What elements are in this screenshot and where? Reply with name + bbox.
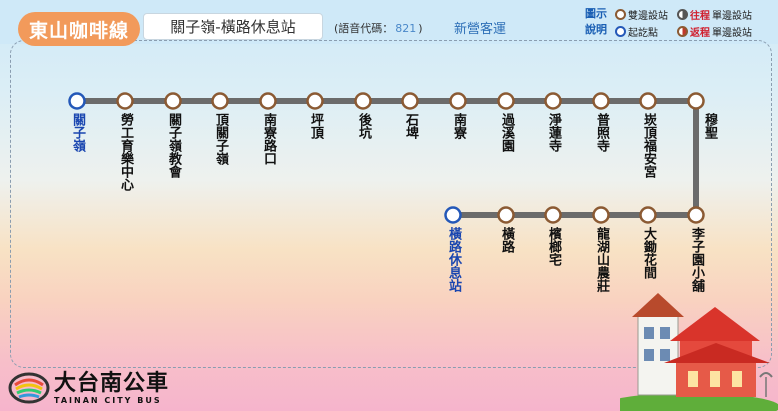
- terminal-stop-dot: [444, 206, 462, 224]
- stop-dot: [497, 206, 515, 224]
- voice-code-prefix: (語音代碼：: [334, 22, 394, 35]
- bus-emblem-icon: [8, 371, 50, 405]
- legend-both-sides-label: 雙邊設站: [628, 11, 668, 22]
- stop-dot: [259, 92, 277, 110]
- logo-main-text: 大台南公車: [54, 370, 170, 396]
- stop-label: 後坑: [356, 113, 371, 139]
- stop-label: 關子嶺: [70, 113, 85, 152]
- stop-dot: [306, 92, 324, 110]
- route-map-panel: [10, 40, 772, 368]
- legend-outbound-word: 往程: [690, 11, 710, 22]
- route-title-badge: 東山咖啡線: [18, 12, 140, 46]
- legend: 圖示說明 雙邊設站 起訖點 往程單邊設站 返程單邊設站: [581, 2, 771, 42]
- route-name-field: 關子嶺-橫路休息站: [143, 13, 323, 40]
- operator-name: 新營客運: [454, 22, 507, 37]
- stop-label: 過溪園: [499, 113, 514, 152]
- stop-label: 橫路休息站: [446, 227, 461, 292]
- stop-label: 大鋤花間: [641, 227, 656, 279]
- stop-dot: [164, 92, 182, 110]
- return-stop-icon: [677, 26, 688, 37]
- stop-label: 檳榔宅: [546, 227, 561, 266]
- stop-dot: [449, 92, 467, 110]
- stop-label: 勞工育樂中心: [118, 113, 133, 191]
- legend-return-word: 返程: [690, 28, 710, 39]
- terminal-stop-icon: [615, 26, 626, 37]
- voice-code-suffix: ): [418, 21, 423, 35]
- both-sides-stop-icon: [615, 9, 626, 20]
- legend-terminal-label: 起訖點: [628, 28, 658, 39]
- tainan-city-bus-logo: 大台南公車 TAINAN CITY BUS: [8, 370, 169, 406]
- voice-code-value: 821: [395, 21, 417, 35]
- stop-label: 李子園小舖: [689, 227, 704, 292]
- stop-dot: [544, 92, 562, 110]
- stop-label: 普照寺: [594, 113, 609, 152]
- stop-label: 石埤: [403, 113, 418, 139]
- legend-terminal: 起訖點: [615, 24, 658, 39]
- legend-both-sides: 雙邊設站: [615, 7, 668, 22]
- legend-outbound: 往程單邊設站: [677, 7, 752, 22]
- stop-label: 龍湖山農莊: [594, 227, 609, 292]
- stop-dot: [354, 92, 372, 110]
- stop-label: 崁頂福安宮: [641, 113, 656, 178]
- legend-outbound-rest: 單邊設站: [712, 11, 752, 22]
- stop-label: 橫路: [499, 227, 514, 253]
- stop-dot: [592, 92, 610, 110]
- stop-label: 南寮路口: [261, 113, 276, 165]
- stop-label: 南寮: [451, 113, 466, 139]
- stop-dot: [687, 92, 705, 110]
- legend-title: 圖示說明: [585, 7, 607, 36]
- temple-illustration: [620, 293, 778, 411]
- stop-dots: [68, 92, 705, 224]
- stop-dot: [639, 92, 657, 110]
- stop-dot: [401, 92, 419, 110]
- stop-label: 坪頂: [308, 113, 323, 139]
- stop-dot: [639, 206, 657, 224]
- stop-label: 頂關子嶺: [213, 113, 228, 165]
- legend-return: 返程單邊設站: [677, 24, 752, 39]
- stop-dot: [592, 206, 610, 224]
- stop-dot: [497, 92, 515, 110]
- terminal-stop-dot: [68, 92, 86, 110]
- outbound-stop-icon: [677, 9, 688, 20]
- voice-code: (語音代碼： 821 ): [334, 20, 423, 36]
- stop-dot: [116, 92, 134, 110]
- stop-dot: [544, 206, 562, 224]
- legend-return-rest: 單邊設站: [712, 28, 752, 39]
- stop-dot: [211, 92, 229, 110]
- stop-label: 穆聖: [702, 113, 717, 139]
- logo-sub-text: TAINAN CITY BUS: [54, 395, 162, 405]
- stop-label: 關子嶺教會: [166, 113, 181, 178]
- stop-label: 淨蓮寺: [546, 113, 561, 152]
- stop-dot: [687, 206, 705, 224]
